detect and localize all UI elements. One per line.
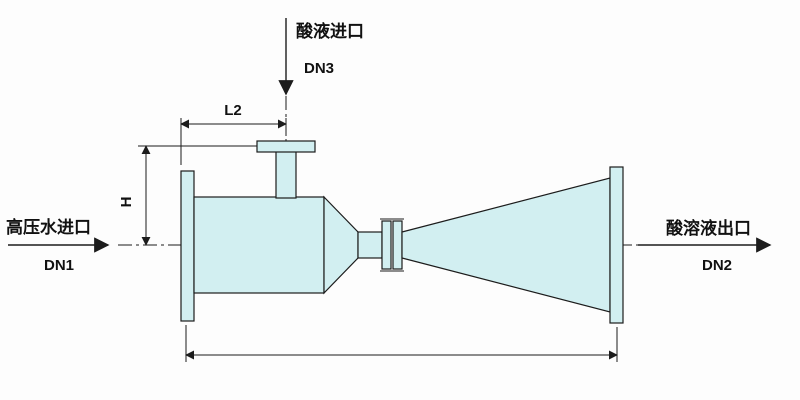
dim-h-label: H [118, 197, 135, 208]
throat-pipe [357, 231, 383, 259]
mixing-chamber-body [193, 196, 325, 294]
converging-cone [323, 195, 359, 295]
diffuser-cone [401, 177, 611, 313]
outlet-flange [609, 166, 624, 324]
left-inlet-dn-label: DN1 [44, 257, 74, 274]
throat-flange-right [392, 220, 403, 270]
top-inlet-label: 酸液进口 [296, 21, 364, 41]
right-outlet-label: 酸溶液出口 [666, 218, 751, 238]
suction-branch-pipe [275, 150, 297, 199]
throat-flange-left [381, 220, 392, 270]
inlet-flange [180, 170, 195, 322]
top-inlet-dn-label: DN3 [304, 60, 334, 77]
dim-l2-label: L2 [224, 102, 242, 119]
right-outlet-dn-label: DN2 [702, 257, 732, 274]
suction-branch-flange [256, 140, 316, 153]
left-inlet-label: 高压水进口 [6, 217, 91, 237]
